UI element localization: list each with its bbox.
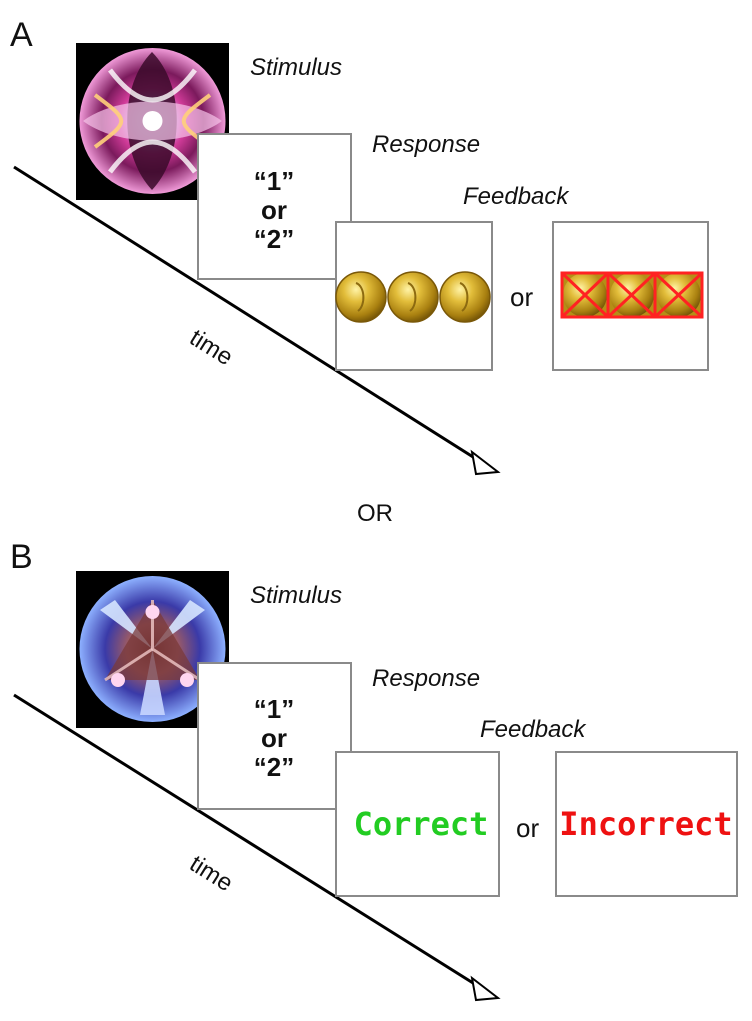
panel-a: A time Stimulus “1” or “2” Response Feed… <box>10 16 709 476</box>
time-label: time <box>185 324 238 371</box>
coin-icon <box>387 271 439 323</box>
feedback-or-label: or <box>510 282 533 312</box>
crossed-coin-icon <box>606 271 657 319</box>
feedback-correct-text: Correct <box>354 805 489 843</box>
response-text-or: or <box>261 723 287 753</box>
time-arrowhead <box>470 975 501 1002</box>
crossed-coin-icon <box>560 271 610 319</box>
response-text-2: “2” <box>254 224 294 254</box>
time-label: time <box>185 850 238 897</box>
response-box <box>197 133 352 280</box>
response-text-2: “2” <box>254 752 294 782</box>
time-arrowhead <box>470 449 501 476</box>
coin-row <box>335 271 491 323</box>
response-text-1: “1” <box>254 694 294 724</box>
panel-b: B time Stimulus “1” or “2” Response Feed… <box>10 538 738 1002</box>
response-label: Response <box>372 665 480 692</box>
time-axis <box>13 165 482 464</box>
separator-or: OR <box>357 500 393 527</box>
stimulus-label: Stimulus <box>250 54 342 81</box>
feedback-label: Feedback <box>480 716 587 743</box>
feedback-incorrect-box <box>555 751 738 897</box>
feedback-correct-box <box>335 751 500 897</box>
coin-icon <box>335 271 387 323</box>
response-text-or: or <box>261 195 287 225</box>
panel-letter-b: B <box>10 538 33 576</box>
feedback-or-label: or <box>516 813 539 843</box>
panel-letter-a: A <box>10 16 33 54</box>
feedback-label: Feedback <box>463 183 570 210</box>
crossed-coin-row <box>560 271 704 319</box>
response-box <box>197 662 352 810</box>
response-label: Response <box>372 131 480 158</box>
feedback-incorrect-text: Incorrect <box>559 805 732 843</box>
response-text-1: “1” <box>254 166 294 196</box>
time-axis <box>13 693 482 990</box>
stimulus-label: Stimulus <box>250 582 342 609</box>
stimulus-image <box>76 43 229 200</box>
coin-icon <box>439 271 491 323</box>
crossed-coin-icon <box>653 271 704 319</box>
